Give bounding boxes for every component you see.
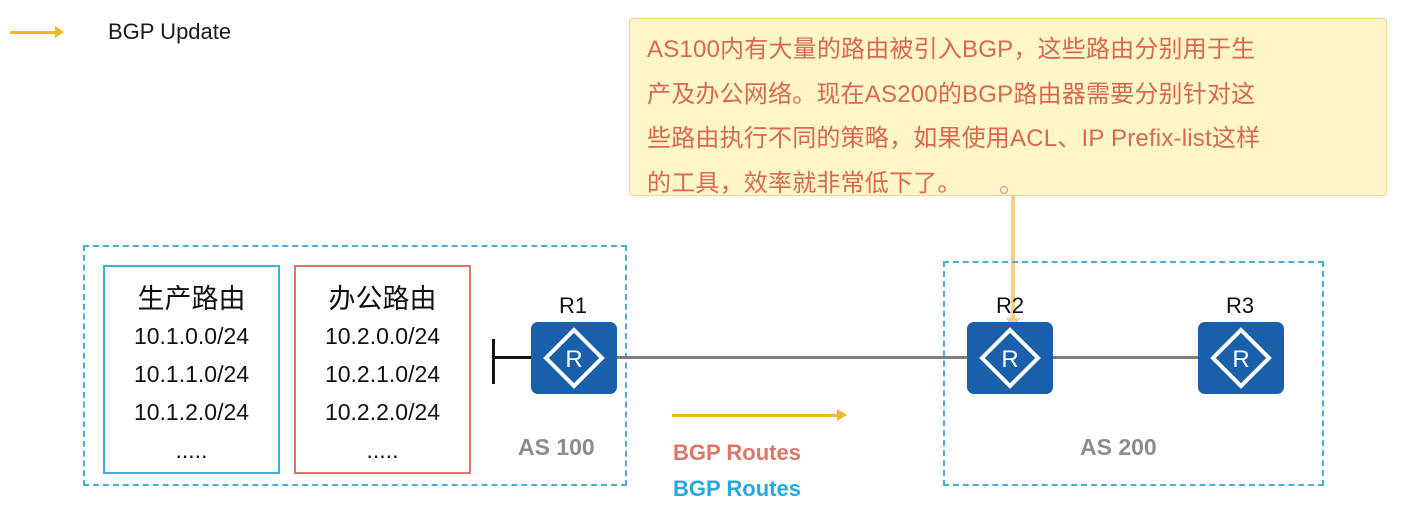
as200-label: AS 200 xyxy=(1080,434,1157,460)
link-r2-r3 xyxy=(1052,356,1200,359)
bgp-update-arrow-icon xyxy=(10,26,64,38)
route-item: 10.1.2.0/24 xyxy=(133,399,250,425)
router-label-r1: R1 xyxy=(559,293,588,318)
route-item: 10.2.1.0/24 xyxy=(324,361,441,387)
route-group-title: 生产路由 xyxy=(137,284,246,314)
bgp-routes-label-office: BGP Routes xyxy=(673,476,801,501)
bgp-routes-label-production: BGP Routes xyxy=(673,440,801,465)
office-routes-box: 办公路由 10.2.0.0/24 10.2.1.0/24 10.2.2.0/24… xyxy=(294,265,471,474)
route-item: 10.1.1.0/24 xyxy=(133,361,250,387)
as200-domain xyxy=(943,261,1324,486)
callout-line-3: 些路由执行不同的策略，如果使用ACL、IP Prefix-list这样 xyxy=(647,125,1261,152)
router-r3[interactable]: R xyxy=(1198,322,1284,394)
route-group-title: 办公路由 xyxy=(328,284,437,314)
route-item-ellipsis: ..... xyxy=(175,437,208,463)
router-icon: R xyxy=(543,327,605,389)
callout-line-2: 产及办公网络。现在AS200的BGP路由器需要分别针对这 xyxy=(647,80,1256,108)
route-item-ellipsis: ..... xyxy=(366,437,399,463)
svg-text:R: R xyxy=(1001,346,1018,373)
callout-line-4: 的工具，效率就非常低下了。 xyxy=(647,169,962,197)
callout-line-1: AS100内有大量的路由被引入BGP，这些路由分别用于生 xyxy=(647,36,1256,63)
r1-stub-terminator xyxy=(492,339,495,384)
callout-anchor-dot xyxy=(1000,186,1008,194)
bgp-routes-flow-arrow-icon xyxy=(672,409,847,421)
callout-note: AS100内有大量的路由被引入BGP，这些路由分别用于生 产及办公网络。现在AS… xyxy=(629,18,1387,197)
production-routes-box: 生产路由 10.1.0.0/24 10.1.1.0/24 10.1.2.0/24… xyxy=(103,265,280,474)
svg-text:R: R xyxy=(1232,346,1249,373)
route-item: 10.2.0.0/24 xyxy=(324,323,441,349)
router-r1[interactable]: R xyxy=(531,322,617,394)
route-item: 10.2.2.0/24 xyxy=(324,399,441,425)
router-label-r3: R3 xyxy=(1226,293,1255,318)
svg-text:R: R xyxy=(565,346,582,373)
router-icon: R xyxy=(1210,327,1272,389)
legend-label: BGP Update xyxy=(108,19,232,44)
route-item: 10.1.0.0/24 xyxy=(133,323,250,349)
r1-stub-link xyxy=(494,356,532,359)
router-label-r2: R2 xyxy=(996,293,1025,318)
router-r2[interactable]: R xyxy=(967,322,1053,394)
as100-label: AS 100 xyxy=(518,434,595,460)
as100-domain xyxy=(83,245,627,486)
link-r1-r2 xyxy=(616,356,968,359)
router-icon: R xyxy=(979,327,1041,389)
